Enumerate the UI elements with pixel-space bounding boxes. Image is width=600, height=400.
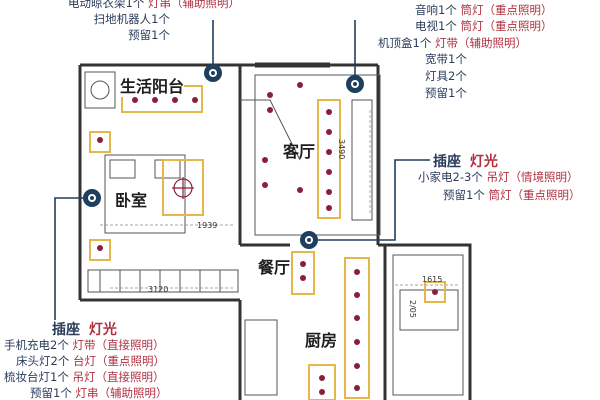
dim-bed-width: 1939 xyxy=(197,221,218,230)
left-item-1: 手机充电2个 xyxy=(4,338,69,352)
top-left-fixture-1: 灯串（辅助照明） xyxy=(147,0,240,10)
closet-shelf xyxy=(399,289,459,331)
dim-closet-width: 1615 xyxy=(422,275,443,284)
room-label-dining: 餐厅 xyxy=(258,258,291,277)
right-block-line-1: 小家电2-3个 吊灯（情境照明） xyxy=(418,170,578,185)
kitchen-lamp-box xyxy=(308,364,336,400)
bedroom-lamp-box xyxy=(89,239,111,261)
dim-living-length: 3490 xyxy=(337,139,346,160)
top-right-fixture-2: 筒灯（重点照明） xyxy=(460,19,553,33)
thin-lines xyxy=(84,62,464,396)
room-label-balcony: 生活阳台 xyxy=(120,73,185,97)
top-left-line-2: 扫地机器人1个 xyxy=(93,12,170,26)
kitchen-counter xyxy=(244,319,278,396)
left-block-line-3: 梳妆台灯1个 吊灯（直接照明） xyxy=(4,370,164,385)
room-label-kitchen: 厨房 xyxy=(305,331,338,350)
closet-light-box xyxy=(424,281,446,303)
right-item-1: 小家电2-3个 xyxy=(418,170,483,184)
top-left-line-3: 预留1个 xyxy=(128,28,170,42)
left-block-line-1: 手机充电2个 灯带（直接照明） xyxy=(4,338,164,353)
dimension-lines xyxy=(100,110,460,289)
top-right-item-2: 电视1个 xyxy=(415,19,457,33)
top-right-line-3: 机顶盒1个 灯带（辅助照明） xyxy=(378,36,527,51)
left-fixture-3: 吊灯（直接照明） xyxy=(72,370,165,384)
top-right-line-4: 宽带1个 xyxy=(425,52,467,66)
left-item-2: 床头灯2个 xyxy=(16,354,70,368)
left-fixture-2: 台灯（重点照明） xyxy=(72,354,165,368)
bedroom-ceiling-light xyxy=(162,159,204,216)
top-right-line-1: 音响1个 筒灯（重点照明） xyxy=(415,3,552,18)
left-socket-header: 插座 xyxy=(52,322,80,338)
bedroom-ceiling-lamp-symbol xyxy=(172,177,194,199)
right-fixture-1: 吊灯（情境照明） xyxy=(486,170,579,184)
room-label-bedroom: 卧室 xyxy=(115,191,148,210)
tv-cabinet xyxy=(351,99,373,221)
right-socket-header: 插座 xyxy=(433,154,461,170)
top-right-line-5: 灯具2个 xyxy=(425,69,467,83)
top-left-item-1: 电动晾衣架1个 xyxy=(68,0,145,10)
fixtures xyxy=(97,82,438,395)
top-right-fixture-1: 筒灯（重点照明） xyxy=(460,3,553,17)
left-light-header: 灯光 xyxy=(88,322,117,338)
right-fixture-2: 筒灯（重点照明） xyxy=(488,188,581,202)
pillow-left xyxy=(109,159,136,179)
living-door-line xyxy=(240,99,301,161)
washer-drum xyxy=(90,80,110,100)
living-zone xyxy=(254,74,381,236)
dining-pendant-box xyxy=(291,251,315,295)
right-block-line-2: 预留1个 筒灯（重点照明） xyxy=(443,188,580,203)
left-fixture-1: 灯带（直接照明） xyxy=(72,338,165,352)
dim-bedroom-length: 3120 xyxy=(148,285,169,294)
left-block-header: 插座 灯光 xyxy=(52,319,117,339)
left-item-4: 预留1个 xyxy=(30,386,72,400)
bed xyxy=(104,154,186,234)
top-right-line-2: 电视1个 筒灯（重点照明） xyxy=(415,19,552,34)
right-item-2: 预留1个 xyxy=(443,188,485,202)
top-left-line-1: 电动晾衣架1个 灯串（辅助照明） xyxy=(68,0,240,11)
kitchen-light-strip xyxy=(344,257,370,399)
leader-lines xyxy=(54,20,430,320)
left-block-line-4: 预留1个 灯串（辅助照明） xyxy=(30,386,167,400)
top-right-fixture-3: 灯带（辅助照明） xyxy=(434,36,527,50)
wardrobe xyxy=(87,269,239,293)
living-downlight-strip xyxy=(317,99,341,219)
dim-closet-depth: 2/05 xyxy=(408,300,417,318)
room-label-living: 客厅 xyxy=(283,142,316,161)
top-right-item-1: 音响1个 xyxy=(415,3,457,17)
bedside-lamp-box xyxy=(89,131,111,153)
closet-outline xyxy=(392,254,464,396)
top-right-item-3: 机顶盒1个 xyxy=(378,36,432,50)
right-light-header: 灯光 xyxy=(469,154,498,170)
left-item-3: 梳妆台灯1个 xyxy=(4,370,69,384)
top-right-line-6: 预留1个 xyxy=(425,86,467,100)
right-block-header: 插座 灯光 xyxy=(433,151,498,171)
left-block-line-2: 床头灯2个 台灯（重点照明） xyxy=(16,354,165,369)
washer xyxy=(84,71,116,109)
markers xyxy=(83,64,364,249)
left-fixture-4: 灯串（辅助照明） xyxy=(75,386,168,400)
pillow-right xyxy=(154,159,181,179)
